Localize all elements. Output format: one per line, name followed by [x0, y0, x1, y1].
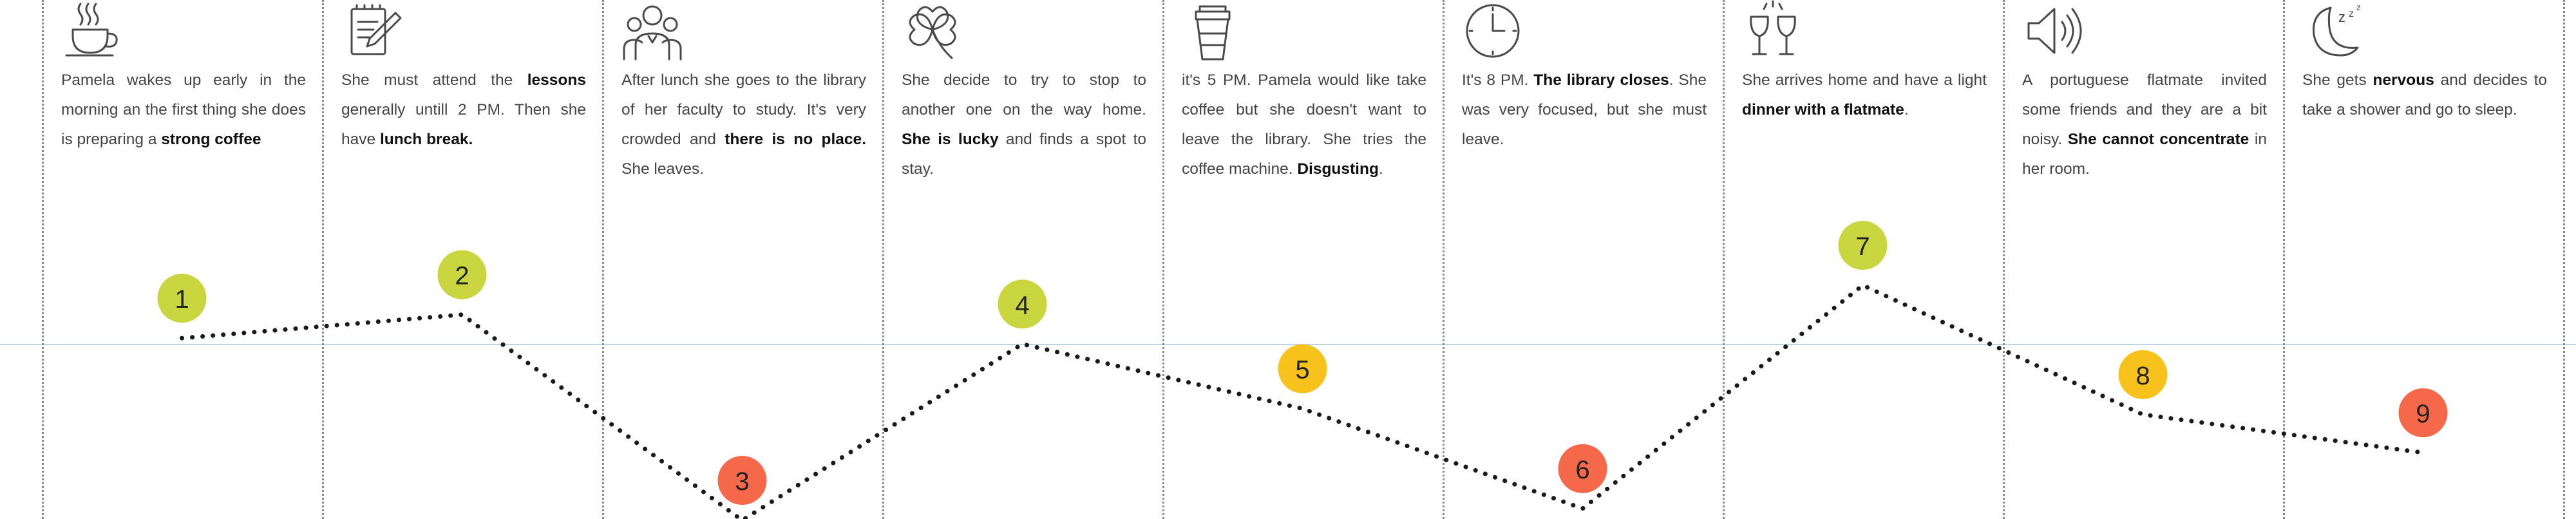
step-number: 7	[1855, 232, 1870, 261]
clock-icon	[1462, 0, 1524, 62]
column-divider	[2003, 0, 2005, 519]
step-marker: 2	[437, 250, 487, 299]
step-text: She leaves.	[621, 160, 705, 178]
step-text: It's 8 PM.	[1462, 71, 1534, 89]
step-marker: 5	[1278, 344, 1327, 393]
step-number: 5	[1295, 356, 1309, 384]
step-number: 2	[455, 262, 469, 290]
step-description: She arrives home and have a light dinner…	[1742, 66, 1987, 125]
step-marker-circle	[1838, 221, 1888, 270]
journey-dotted-line	[180, 282, 2425, 519]
step-text: and decides to take a shower and go to s…	[2302, 71, 2547, 118]
step-text: .	[1378, 160, 1383, 178]
step-text: it's 5 PM. Pamela would like take coffee…	[1182, 71, 1426, 178]
step-text: She gets	[2302, 71, 2373, 89]
step-text: . She was very focused, but she must lea…	[1462, 71, 1707, 148]
step-text: A portuguese flatmate invited some frien…	[2022, 71, 2267, 148]
step-number: 8	[2136, 362, 2150, 390]
step-text: She decide to try to stop to another one…	[902, 71, 1146, 118]
step-description: Pamela wakes up early in the morning an …	[61, 66, 306, 155]
svg-text:z: z	[2349, 8, 2354, 19]
notepad-pencil-icon	[341, 0, 403, 62]
step-marker-circle	[157, 274, 207, 323]
takeaway-cup-icon	[1182, 0, 1244, 62]
step-marker: 1	[157, 274, 207, 323]
step-marker-circle	[1278, 344, 1327, 393]
step-number: 3	[735, 467, 749, 496]
step-description: It's 8 PM. The library closes. She was v…	[1462, 66, 1707, 155]
step-marker-circle	[2118, 350, 2168, 399]
step-text-emphasis: lessons	[527, 71, 586, 89]
step-text-emphasis: She cannot concentrate	[2067, 131, 2249, 148]
step-text: generally untill 2 PM. Then she have	[341, 101, 586, 148]
step-text-emphasis: Disgusting	[1297, 160, 1379, 178]
baseline-line	[0, 344, 2576, 345]
step-description: She must attend the lessons generally un…	[341, 66, 586, 155]
step-marker: 3	[717, 456, 767, 505]
column-divider	[42, 0, 44, 519]
step-text: .	[1904, 101, 1909, 118]
coffee-cup-icon	[61, 0, 123, 62]
step-marker-circle	[2398, 388, 2448, 438]
column-divider	[1723, 0, 1725, 519]
step-number: 9	[2416, 400, 2430, 428]
column-divider	[1162, 0, 1164, 519]
step-description: A portuguese flatmate invited some frien…	[2022, 66, 2267, 184]
step-marker-circle	[998, 279, 1047, 329]
svg-text:z: z	[2338, 9, 2345, 25]
step-marker-circle	[717, 456, 767, 505]
step-marker: 8	[2118, 350, 2168, 399]
step-marker-circle	[1558, 444, 1607, 493]
step-text: in her room.	[2022, 131, 2267, 178]
step-text: She arrives home and have a light	[1742, 71, 1987, 89]
step-text-emphasis: She is lucky	[902, 131, 999, 148]
four-leaf-clover-icon	[902, 0, 963, 62]
people-group-icon	[621, 0, 683, 62]
step-number: 1	[175, 285, 189, 314]
step-text-emphasis: strong coffee	[161, 131, 261, 148]
column-divider	[2563, 0, 2565, 519]
step-text: and finds a spot to stay.	[902, 131, 1147, 178]
step-description: She decide to try to stop to another one…	[902, 66, 1146, 184]
step-description: it's 5 PM. Pamela would like take coffee…	[1182, 66, 1426, 184]
step-text: She must attend the	[341, 71, 527, 89]
column-divider	[2283, 0, 2285, 519]
loud-speaker-icon	[2022, 0, 2084, 62]
step-marker: 9	[2398, 388, 2448, 438]
step-text: Pamela wakes up early in the morning an …	[61, 71, 306, 148]
svg-text:z: z	[2356, 2, 2361, 12]
step-marker: 4	[998, 279, 1047, 329]
step-marker-circle	[437, 250, 487, 299]
step-text-emphasis: there is no place.	[724, 131, 866, 148]
step-text-emphasis: dinner with a flatmate	[1742, 101, 1904, 118]
column-divider	[882, 0, 884, 519]
column-divider	[322, 0, 324, 519]
step-number: 4	[1015, 291, 1029, 319]
step-text-emphasis: lunch break.	[379, 131, 473, 148]
step-description: After lunch she goes to the library of h…	[621, 66, 866, 184]
step-description: She gets nervous and decides to take a s…	[2302, 66, 2547, 125]
column-divider	[1443, 0, 1444, 519]
step-text: After lunch she goes to the library of h…	[621, 71, 866, 148]
wine-toast-icon	[1742, 0, 1804, 62]
column-divider	[602, 0, 604, 519]
step-text-emphasis: nervous	[2372, 71, 2434, 89]
step-marker: 7	[1838, 221, 1888, 270]
step-text-emphasis: The library closes	[1533, 71, 1669, 89]
step-marker: 6	[1558, 444, 1607, 493]
step-number: 6	[1575, 456, 1589, 484]
